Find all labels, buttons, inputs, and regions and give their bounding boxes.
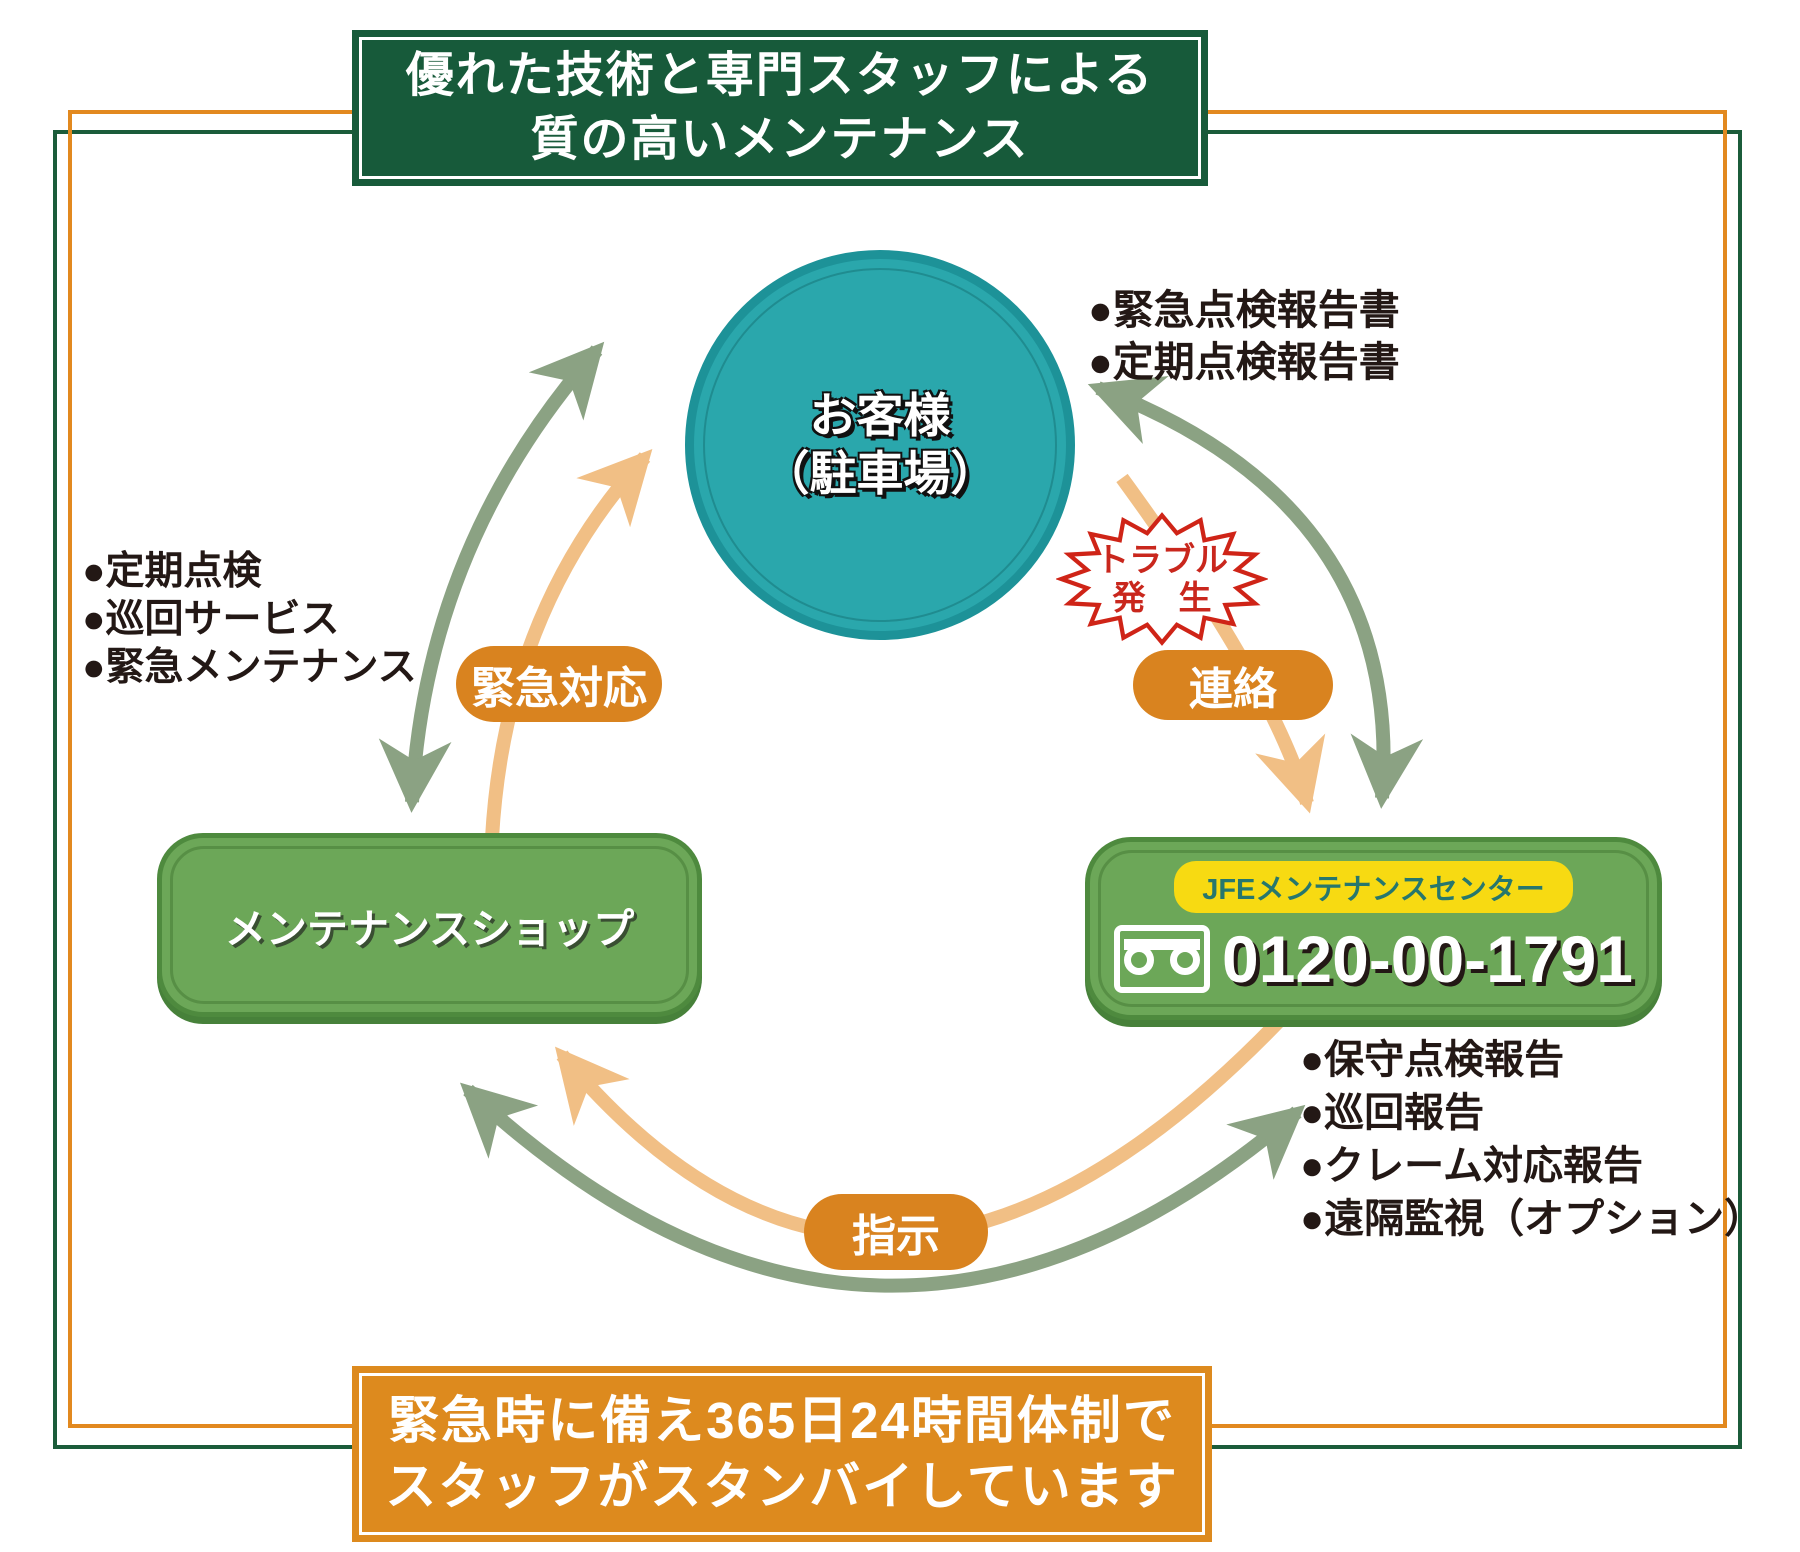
list-item: ●定期点検報告書 [1088,339,1400,385]
trouble-starburst: トラブル 発 生 [1056,510,1268,648]
customer-label-line-1: お客様 [809,389,951,442]
services-list: ●定期点検 ●巡回サービス ●緊急メンテナンス [82,548,417,692]
badge-label: 指示 [852,1212,940,1261]
header-banner: 優れた技術と専門スタッフによる 質の高いメンテナンス [352,30,1208,186]
list-item: ●巡回サービス [82,598,340,641]
arrow-bottom-green [459,1082,1306,1293]
trouble-line-2: 発 生 [1112,579,1212,616]
reports-to-customer-list: ●緊急点検報告書 ●定期点検報告書 [1088,284,1400,388]
freedial-phone-icon [1113,924,1210,993]
list-item: ●保守点検報告 [1300,1038,1565,1082]
arrow-right-green [1087,376,1424,809]
list-item: ●遠隔監視（オプション） [1300,1197,1765,1241]
emergency-response-badge: 緊急対応 [456,646,662,722]
footer-line-1: 緊急時に備え365日24時間体制で [388,1392,1176,1449]
phone-row: 0120-00-1791 [1113,921,1634,997]
badge-label: 連絡 [1189,665,1277,714]
header-line-1: 優れた技術と専門スタッフによる [405,49,1155,102]
badge-label: 緊急対応 [471,664,647,713]
list-item: ●クレーム対応報告 [1300,1144,1643,1188]
header-line-2: 質の高いメンテナンス [530,113,1030,166]
phone-number: 0120-00-1791 [1221,921,1634,996]
jfe-maintenance-center-node: JFEメンテナンスセンター 0120-00-1791 [1085,837,1662,1020]
list-item: ●緊急点検報告書 [1088,287,1400,333]
instruction-badge: 指示 [804,1194,988,1270]
contact-badge: 連絡 [1133,650,1333,720]
list-item: ●巡回報告 [1300,1091,1485,1135]
customer-label-line-2: （駐車場） [762,447,998,500]
trouble-line-1: トラブル [1096,541,1228,578]
list-item: ●定期点検 [82,550,262,593]
footer-line-2: スタッフがスタンバイしています [385,1458,1179,1515]
maintenance-shop-node: メンテナンスショップ [157,833,702,1017]
footer-banner: 緊急時に備え365日24時間体制で スタッフがスタンバイしています [352,1366,1212,1542]
customer-node: お客様 （駐車場） [685,250,1075,640]
shop-label: メンテナンスショップ [224,906,635,952]
jfe-center-name-pill: JFEメンテナンスセンター [1174,860,1573,913]
arrow-left-green [378,341,605,813]
arrow-left-orange [485,448,653,839]
list-item: ●緊急メンテナンス [82,646,417,689]
reports-to-center-list: ●保守点検報告 ●巡回報告 ●クレーム対応報告 ●遠隔監視（オプション） [1300,1034,1764,1246]
